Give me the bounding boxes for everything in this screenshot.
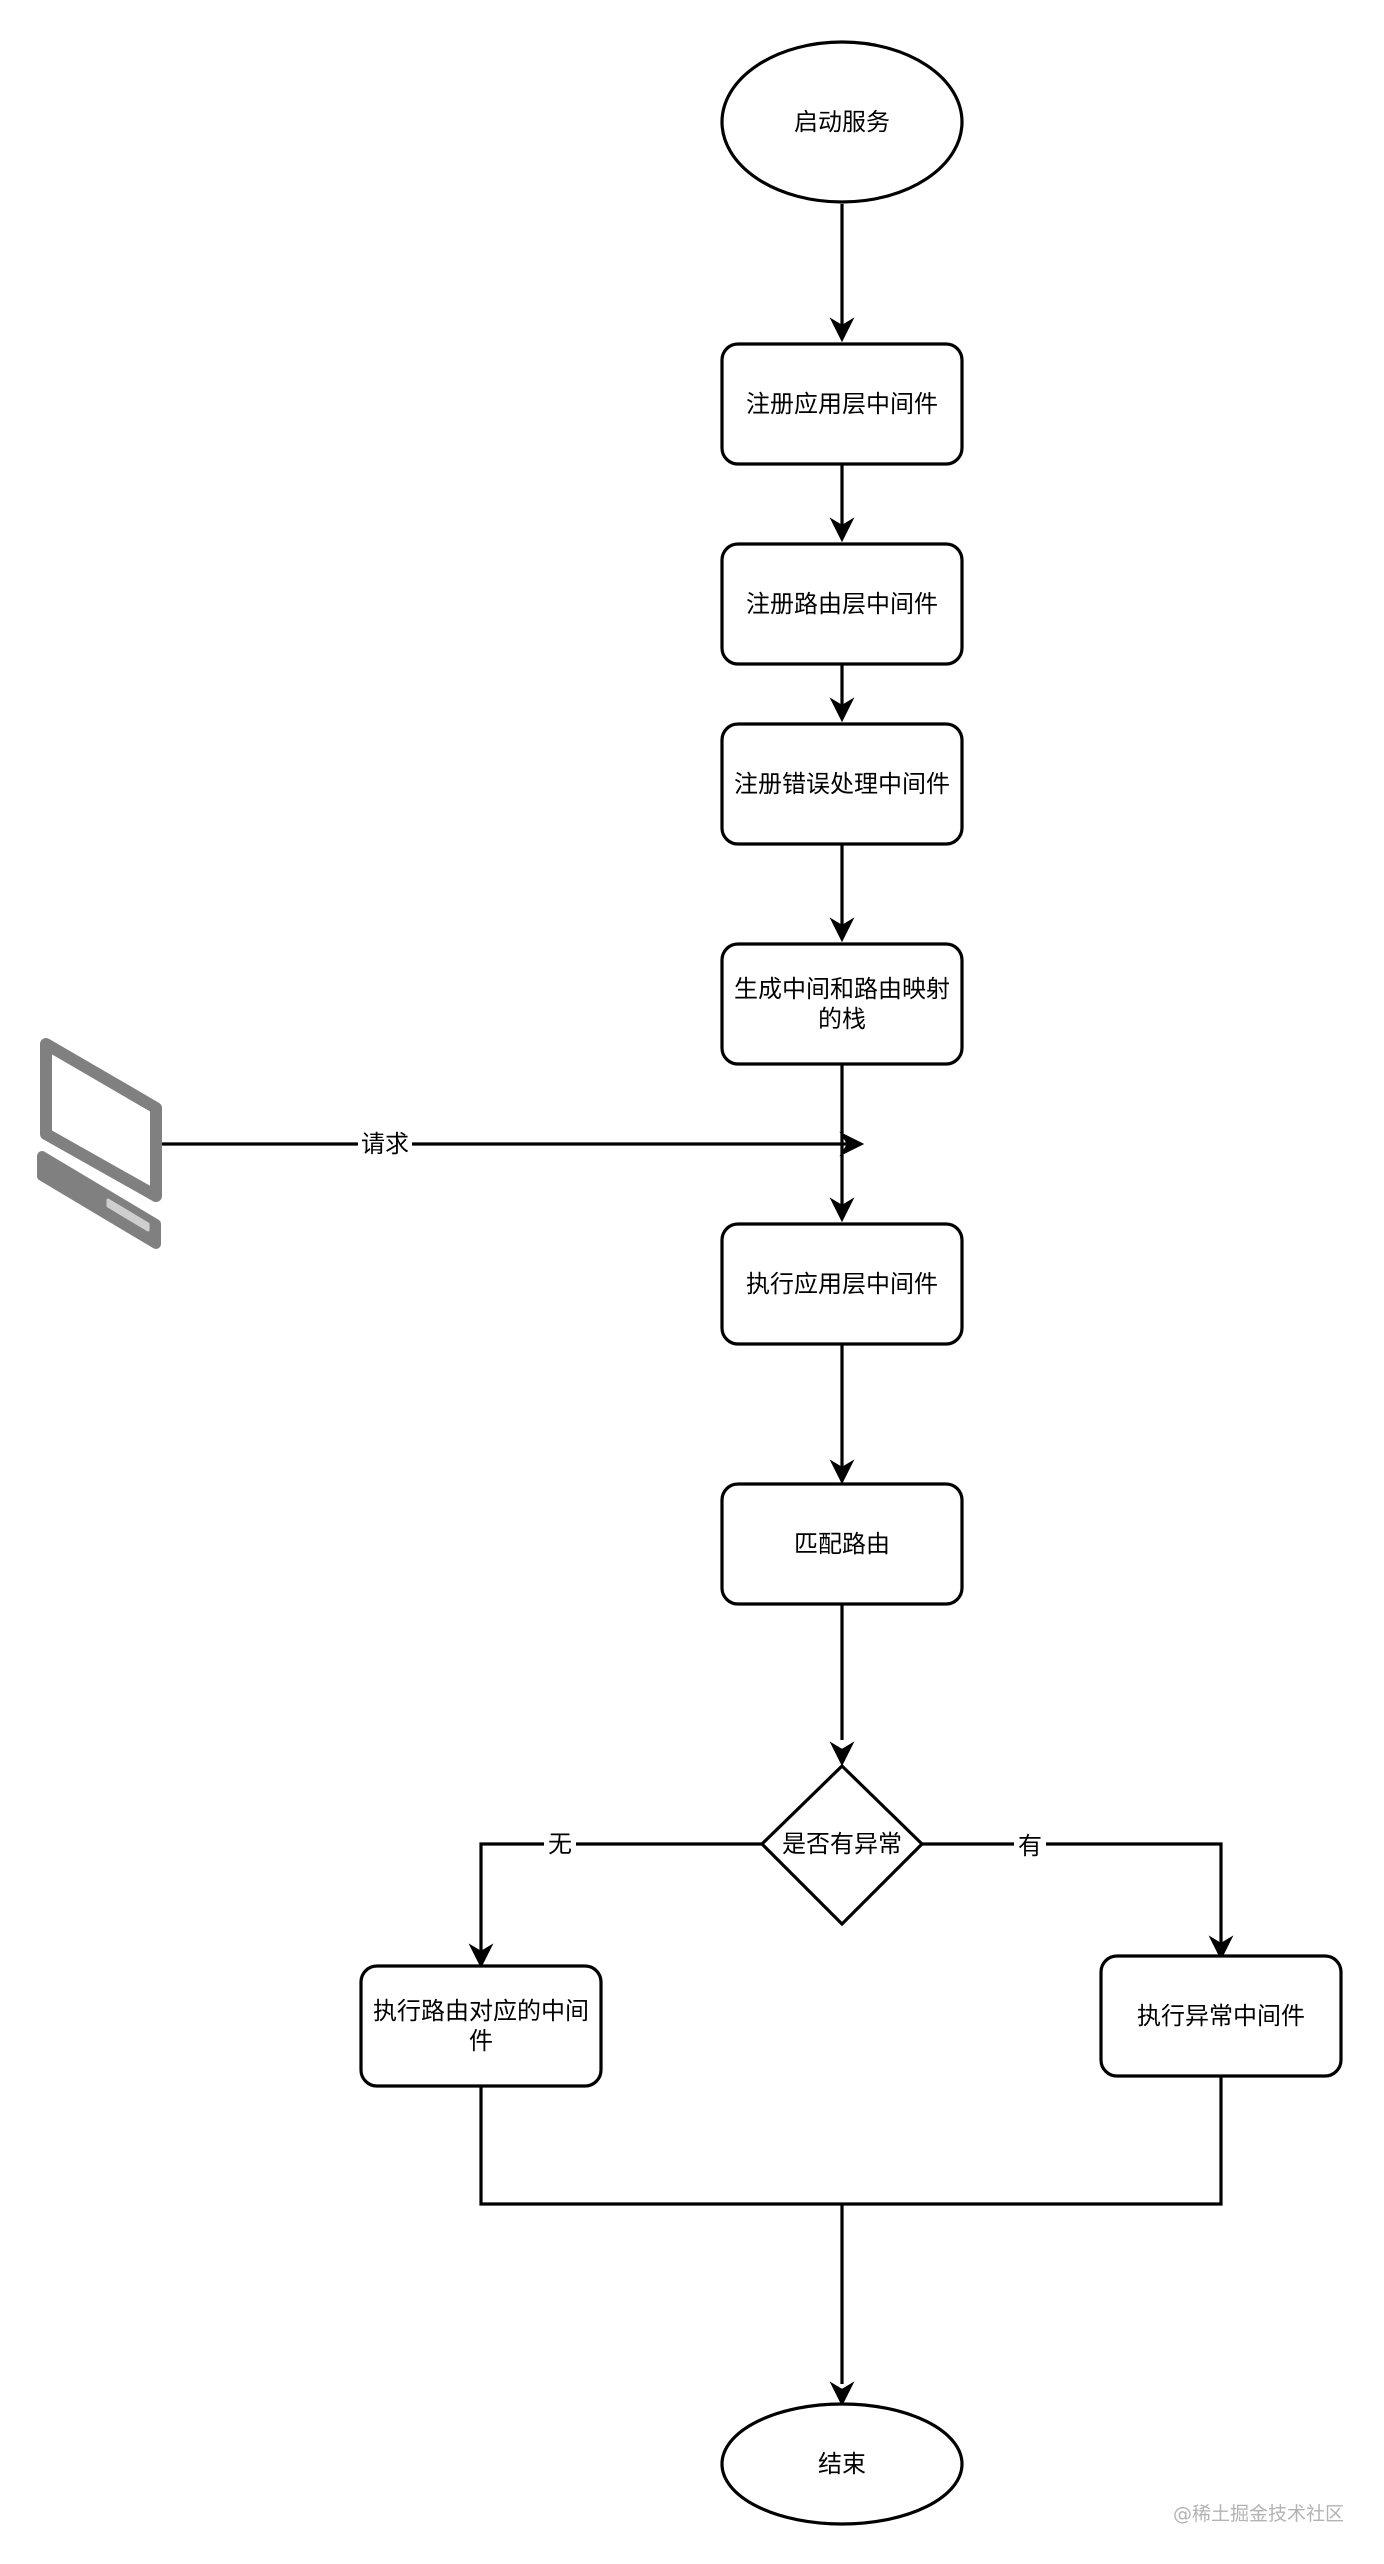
edge-request-label-bg [358,1129,412,1159]
node-exec-error-label: 执行异常中间件 [1137,2002,1305,2030]
node-end[interactable] [720,2402,964,2526]
node-exec-error[interactable] [1099,1954,1343,2078]
node-end-label: 结束 [818,2450,866,2478]
computer-keyboard [37,1151,161,1249]
arrowhead-register-error [829,697,855,723]
edge-labels: 请求 无 有 [358,1129,1046,1861]
edge-exec-route-to-merge [479,2076,1223,2206]
watermark: @稀土掘金技术社区 [1173,2503,1344,2525]
edge-no-error [479,1842,762,1952]
node-match-route-label: 匹配路由 [794,1530,890,1558]
node-build-stack[interactable] [720,942,964,1066]
arrowhead-exec-app [829,1197,855,1223]
node-build-stack-label-line1: 生成中间和路由映射 [734,975,950,1003]
node-start-label: 启动服务 [794,108,890,136]
computer-icon [37,1038,162,1249]
node-build-stack-label-line2: 的栈 [818,1005,866,1033]
node-register-error[interactable] [720,722,964,846]
edge-yes-error-label: 有 [1018,1832,1042,1860]
node-exec-route[interactable] [359,1964,603,2088]
node-register-app-label: 注册应用层中间件 [746,390,938,418]
node-exec-app[interactable] [720,1222,964,1346]
arrowhead-register-app [829,317,855,343]
arrowheads [468,317,1234,2407]
node-start[interactable] [720,40,964,204]
node-register-error-label: 注册错误处理中间件 [734,770,950,798]
node-has-error-label: 是否有异常 [782,1830,902,1858]
arrowhead-end [829,2381,855,2407]
node-match-route[interactable] [720,1482,964,1606]
node-has-error[interactable] [759,1763,925,1927]
node-register-router-label: 注册路由层中间件 [746,590,938,618]
node-exec-route-label-line1: 执行路由对应的中间 [373,1997,589,2025]
edge-no-error-label: 无 [548,1830,572,1858]
node-register-router[interactable] [720,542,964,666]
edge-request-label: 请求 [361,1130,409,1158]
arrowhead-exec-error [1208,1935,1234,1961]
node-exec-route-label-line2: 件 [469,2027,493,2055]
nodes [359,40,1343,2526]
computer-keyboard-detail [106,1198,150,1232]
node-register-app[interactable] [720,342,964,466]
node-labels: 启动服务 注册应用层中间件 注册路由层中间件 注册错误处理中间件 生成中间和路由… [373,108,1305,2478]
edge-no-error-label-bg [544,1829,576,1859]
arrowhead-match-route [829,1459,855,1485]
arrowhead-register-router [829,517,855,543]
arrowhead-exec-route [468,1943,494,1969]
node-exec-app-label: 执行应用层中间件 [746,1270,938,1298]
computer-monitor [40,1038,162,1202]
connectors [162,204,1223,2384]
arrowhead-build-stack [829,917,855,943]
arrowhead-request [839,1131,865,1157]
edge-yes-error [922,1842,1223,1944]
edge-yes-error-label-bg [1014,1831,1046,1861]
arrowhead-has-error [829,1741,855,1767]
